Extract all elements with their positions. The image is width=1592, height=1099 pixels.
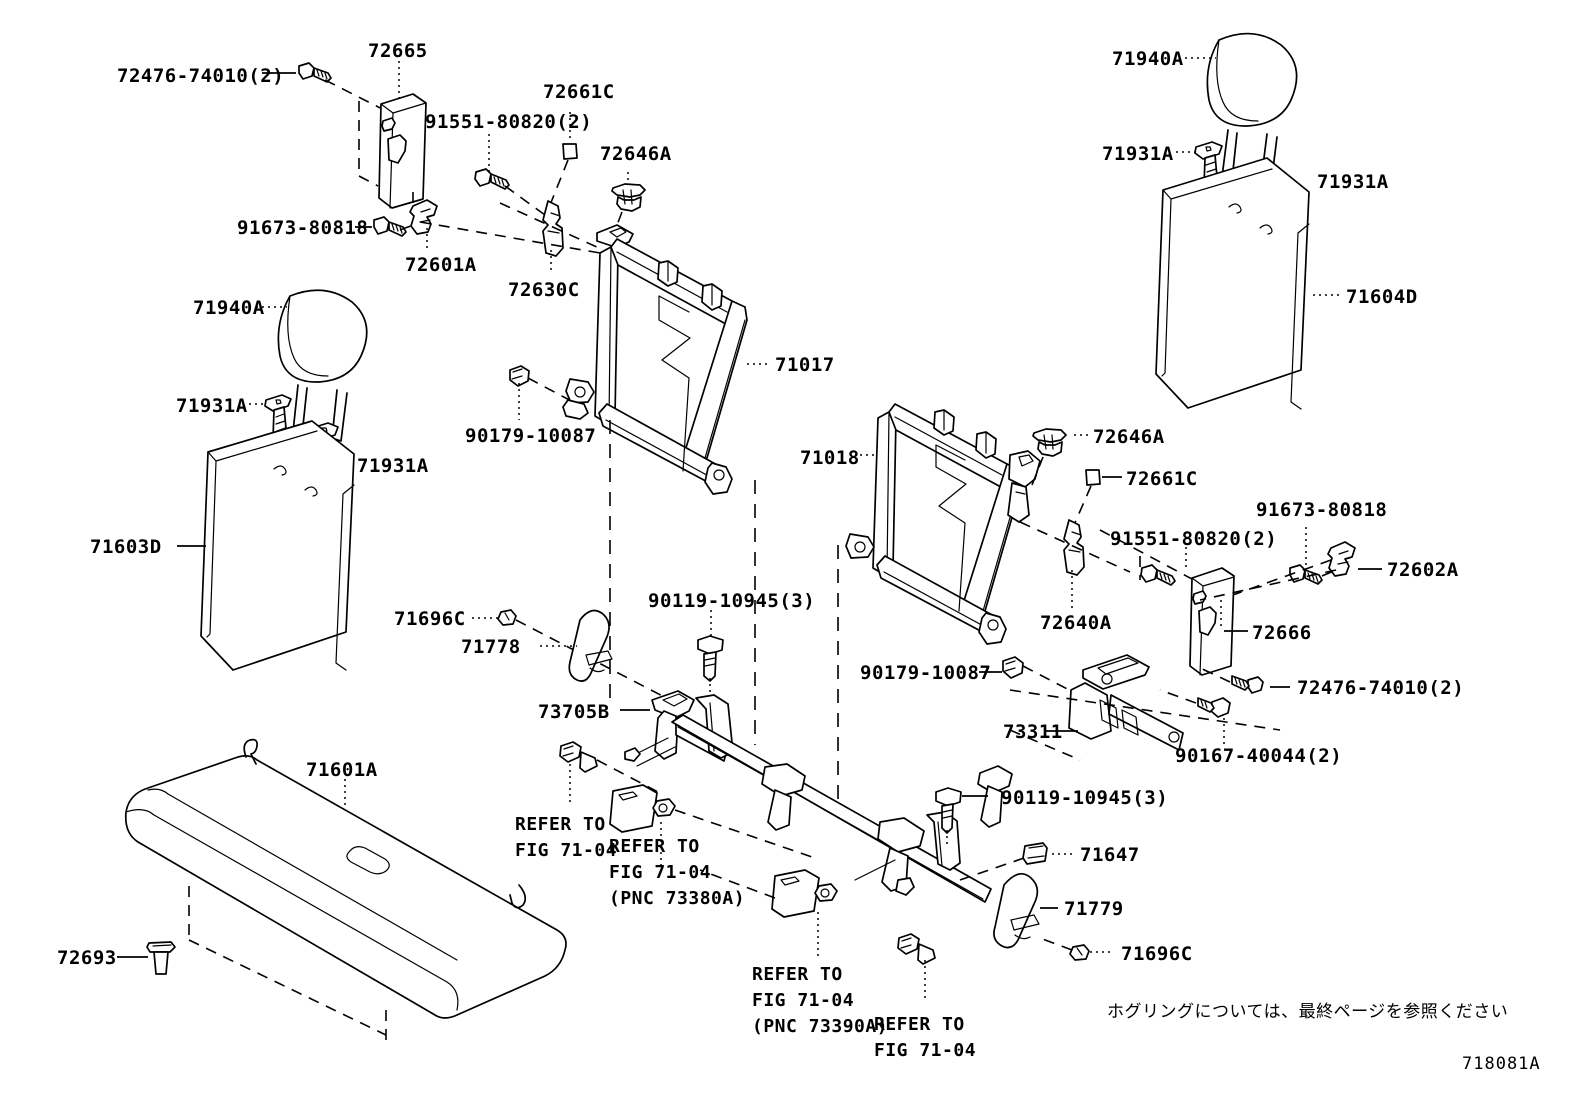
part-71940A-left	[256, 289, 368, 442]
callout-72476-74010-right: 72476-74010(2)	[1297, 677, 1465, 699]
callout-71018: 71018	[800, 447, 860, 469]
callout-71931A-right-1: 71931A	[1102, 143, 1174, 165]
part-71696C-left	[472, 609, 677, 704]
part-72476-74010-left	[262, 62, 401, 119]
callout-refer-fig7104-pnc73390A: REFER TO FIG 71-04 (PNC 73390A)	[752, 964, 889, 1038]
callout-72640A: 72640A	[1040, 612, 1112, 634]
callout-71601A: 71601A	[306, 759, 378, 781]
part-71940A-right	[1185, 32, 1298, 186]
part-71603D-body	[177, 420, 355, 671]
part-refer-clip-pnc73390A	[699, 869, 838, 960]
part-refer-clip-b	[897, 933, 936, 1000]
callout-71931A-left-2: 71931A	[357, 455, 429, 477]
part-71779-body	[993, 872, 1058, 949]
callout-71696C-left: 71696C	[394, 608, 466, 630]
part-71018-frame	[845, 403, 1041, 645]
callout-73311: 73311	[1003, 721, 1063, 743]
part-72661C-left	[549, 112, 578, 206]
callout-71696C-right: 71696C	[1121, 943, 1193, 965]
part-91673-80818-right	[1289, 527, 1337, 585]
callout-71778: 71778	[461, 636, 521, 658]
part-91551-80820-left	[474, 134, 546, 216]
callout-72646A-left: 72646A	[600, 143, 672, 165]
part-71604D-body	[1155, 157, 1340, 410]
note-japanese: ホグリングについては、最終ページを参照ください	[1107, 1002, 1509, 1022]
callout-72661C-right: 72661C	[1126, 468, 1198, 490]
part-91673-80818-left	[355, 216, 422, 237]
callout-71940A-left: 71940A	[193, 297, 265, 319]
part-90167-40044	[1159, 689, 1231, 745]
part-72602A-body	[1229, 541, 1382, 597]
part-72666-body	[1189, 567, 1248, 676]
guide-dashed-long-left	[419, 221, 601, 254]
part-90119-10945-upper	[697, 610, 724, 695]
part-refer-clip-pnc73380A	[609, 784, 816, 865]
part-90119-10945-lower	[935, 787, 988, 845]
callout-90119-10945-lower: 90119-10945(3)	[1001, 787, 1169, 809]
part-73705B-body	[620, 690, 734, 767]
callout-71779: 71779	[1064, 898, 1124, 920]
part-72646A-right	[1031, 428, 1090, 486]
callout-90167-40044: 90167-40044(2)	[1175, 745, 1343, 767]
callout-91551-80820-left: 91551-80820(2)	[425, 111, 593, 133]
callout-refer-fig7104-pnc73380A: REFER TO FIG 71-04 (PNC 73380A)	[609, 836, 746, 910]
part-main-cross-pipe	[671, 714, 992, 903]
callout-71931A-left-1: 71931A	[176, 395, 248, 417]
callout-91673-80818-right: 91673-80818	[1256, 499, 1388, 521]
guide-dashed-long-right	[1199, 569, 1337, 601]
callout-91673-80818-left: 91673-80818	[237, 217, 369, 239]
callout-71940A-right: 71940A	[1112, 48, 1184, 70]
callout-72693: 72693	[57, 947, 117, 969]
callout-72661C-left: 72661C	[543, 81, 615, 103]
callout-71017: 71017	[775, 354, 835, 376]
part-refer-clip-a	[559, 741, 661, 805]
callout-90119-10945-upper: 90119-10945(3)	[648, 590, 816, 612]
callout-refer-fig7104-b: REFER TO FIG 71-04	[874, 1014, 977, 1062]
callout-72476-74010-left: 72476-74010(2)	[117, 65, 285, 87]
callout-71604D: 71604D	[1346, 286, 1418, 308]
callout-72601A: 72601A	[405, 254, 477, 276]
callout-72602A: 72602A	[1387, 559, 1459, 581]
part-72640A-body	[1019, 519, 1131, 610]
part-71696C-right	[1039, 937, 1114, 961]
part-72601A-body	[409, 199, 438, 250]
callout-72646A-right: 72646A	[1093, 426, 1165, 448]
callout-91551-80820-right: 91551-80820(2)	[1110, 528, 1278, 550]
callout-72630C: 72630C	[508, 279, 580, 301]
part-73311-body	[1009, 654, 1281, 761]
part-90179-10087-right	[979, 656, 1076, 694]
callout-90179-10087-right: 90179-10087	[860, 662, 992, 684]
part-72476-74010-right	[1195, 665, 1290, 694]
callout-72665: 72665	[368, 40, 428, 62]
part-91551-80820-right	[1099, 529, 1223, 596]
part-71601A-body	[124, 738, 567, 1040]
part-71647-cap	[959, 842, 1072, 881]
part-90179-10087-left	[509, 365, 576, 420]
part-72630C-body	[499, 200, 611, 273]
part-72665-body	[358, 55, 427, 220]
callout-90179-10087-left: 90179-10087	[465, 425, 597, 447]
callout-71931A-right-2: 71931A	[1317, 171, 1389, 193]
callout-73705B: 73705B	[538, 701, 610, 723]
callout-refer-fig7104-a: REFER TO FIG 71-04	[515, 814, 618, 862]
part-72693-clip	[117, 941, 176, 975]
callout-72666: 72666	[1252, 622, 1312, 644]
diagram-id: 718081A	[1462, 1054, 1541, 1074]
part-71778-body	[540, 609, 613, 682]
callout-71603D: 71603D	[90, 536, 162, 558]
callout-71647: 71647	[1080, 844, 1140, 866]
part-72661C-right	[1073, 469, 1122, 526]
part-71017-frame	[562, 224, 768, 495]
